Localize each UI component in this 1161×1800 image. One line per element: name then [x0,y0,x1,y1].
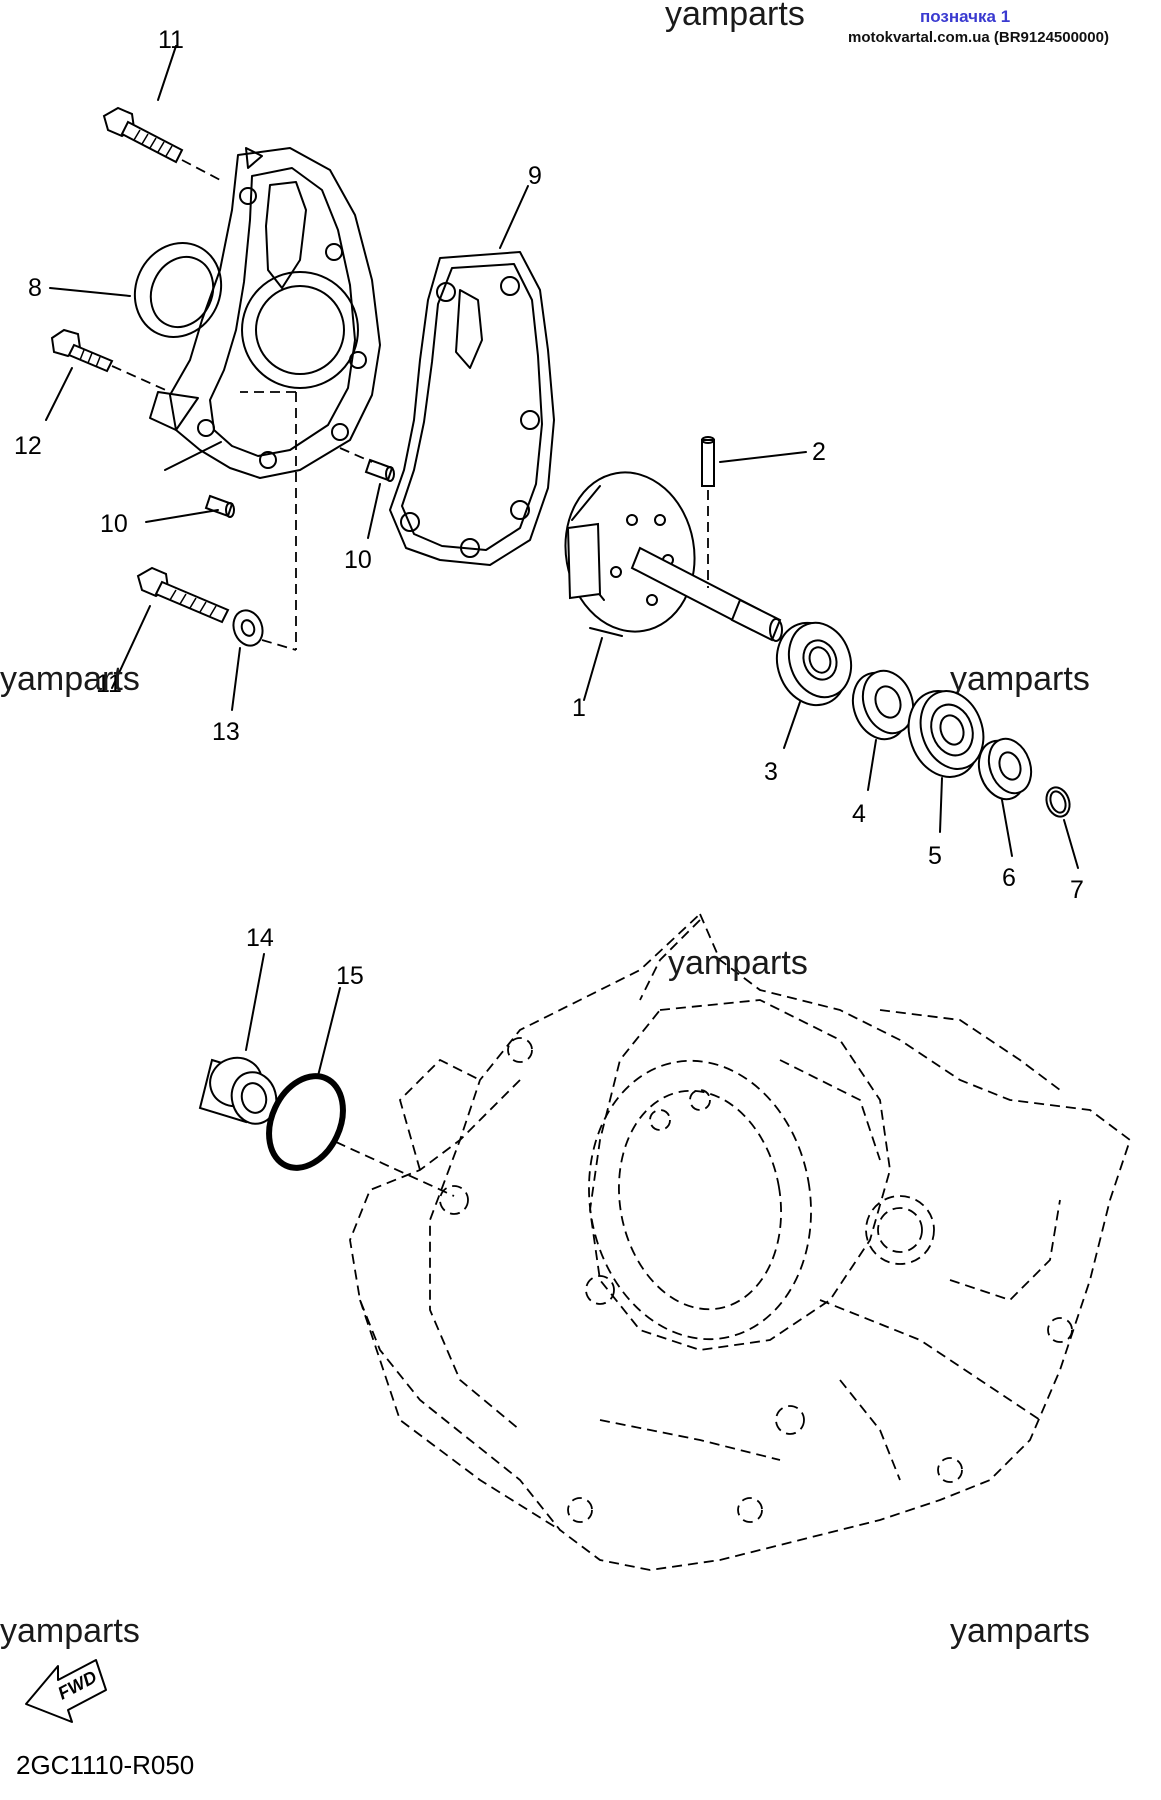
oil-seal-6 [977,737,1033,801]
leader-line-8 [49,287,131,297]
callout-2: 2 [812,438,826,466]
diagram-code: 2GC1110-R050 [16,1750,194,1780]
callout-6: 6 [1002,864,1016,892]
leader-line-6 [1001,799,1013,857]
watermark-right-mid: yamparts [950,660,1090,698]
leader-line-11-lower [111,605,151,689]
callout-10-right: 10 [344,546,372,574]
leader-13-dash [261,639,297,651]
leader-line-5 [939,777,943,833]
watermark-bottom-left: yamparts [0,1612,140,1650]
dowel-pin-10-left [204,494,235,518]
callout-4: 4 [852,800,866,828]
note-source: motokvartal.com.ua (BR9124500000) [848,29,1109,46]
leader-line-14 [245,953,265,1051]
callout-13: 13 [212,718,240,746]
crankcase-outline [349,912,1132,1571]
callout-12: 12 [14,432,42,460]
fwd-label: FWD [54,1667,100,1704]
callout-11-lower: 11 [96,670,122,698]
leader-15-dash [335,1141,455,1197]
leader-line-13 [231,647,241,711]
bearing-5 [907,690,985,778]
note-label: позначка 1 [920,7,1010,26]
leader-10-right-dash [339,447,373,463]
callout-5: 5 [928,842,942,870]
callout-10-left: 10 [100,510,128,538]
o-ring-15 [266,1073,346,1171]
callout-9: 9 [528,162,542,190]
pin-2 [701,436,715,487]
washer-13 [232,609,264,647]
leader-12-dash [111,365,171,393]
leader-line-2 [719,451,807,463]
leader-line-7 [1063,819,1079,869]
callout-15: 15 [336,962,364,990]
bolt-11-upper [102,106,184,164]
impeller-shaft-1 [564,471,783,642]
bearing-3 [775,621,853,707]
callout-14: 14 [246,924,274,952]
o-ring-8 [133,242,223,338]
water-pump-cover [149,147,381,479]
watermark-center: yamparts [668,944,808,982]
callout-3: 3 [764,758,778,786]
leader-11 [181,159,225,183]
bolt-11-lower [136,566,230,624]
watermark-left-mid: yamparts [0,660,140,698]
leader-line-15 [317,987,341,1077]
leader-line-3 [783,701,801,749]
leader-line-9 [499,185,529,249]
dowel-pin-10-right [364,458,395,482]
gasket-9 [389,251,555,566]
callout-7: 7 [1070,876,1084,904]
leader-line-4 [867,739,877,791]
leader-line-1 [583,637,603,701]
watermark-top: yamparts [665,0,805,33]
callout-8: 8 [28,274,42,302]
watermark-bottom-right: yamparts [950,1612,1090,1650]
leader-line-12 [45,367,73,421]
fwd-arrow-icon: FWD [25,1659,107,1723]
collar-14 [198,1056,278,1125]
bolt-12 [50,328,114,373]
leader-13-guide [240,391,297,650]
leader-line-10-right [367,483,381,539]
callout-11-top: 11 [158,26,184,54]
oil-seal-4 [851,669,915,741]
leader-line-11 [157,45,177,101]
callout-1: 1 [572,694,586,722]
circlip-7 [1045,786,1071,818]
leader-line-10-left [145,509,219,523]
